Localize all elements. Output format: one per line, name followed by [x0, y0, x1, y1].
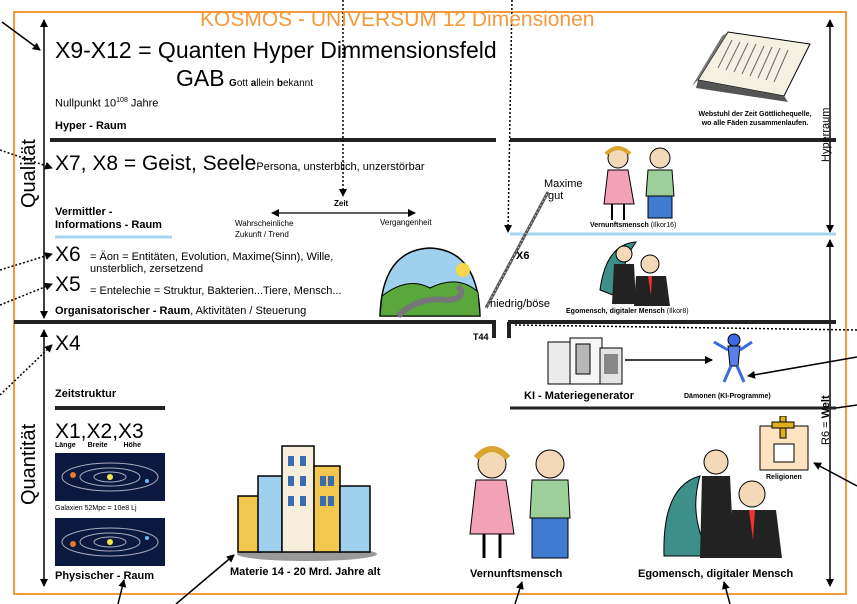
- zeit-label: Zeit: [334, 199, 349, 208]
- hyper-raum-label: Hyper - Raum: [55, 120, 127, 132]
- couple-image-bottom: [469, 446, 571, 559]
- page-title: KOSMOS - UNIVERSUM 12 Dimensionen: [200, 8, 595, 31]
- vernunft-top-label: Vernunftsmensch (Ilkor16): [590, 222, 677, 229]
- axis-label-qualitaet: Qualität: [18, 139, 40, 208]
- x1-x3-label: X1,X2,X3: [55, 420, 144, 443]
- x5-description: = Entelechie = Struktur, Bakterien...Tie…: [90, 285, 342, 297]
- vermittler-label: Vermittler -Informations - Raum: [55, 206, 162, 231]
- x7-x8-label: X7, X8 = Geist, SeelePersona, unsterblic…: [55, 152, 425, 175]
- landscape-image: [379, 247, 481, 318]
- book-image: [692, 31, 811, 102]
- daemonen-label: Dämonen (KI-Programme): [684, 393, 771, 400]
- x4-label: X4: [55, 332, 81, 355]
- couple-image-top: [603, 146, 675, 220]
- materie-label: Materie 14 - 20 Mrd. Jahre alt: [230, 566, 381, 578]
- ki-label: KI - Materiegenerator: [524, 390, 635, 402]
- organisatorisch-label: Organisatorischer - Raum, Aktivitäten / …: [55, 305, 307, 317]
- ego-bottom-label: Egomensch, digitaler Mensch: [638, 568, 794, 580]
- galaxy-image-2: [55, 518, 165, 566]
- ego-top-label: Egomensch, digitaler Mensch (Ilkor8): [566, 308, 689, 315]
- daemon-image: [713, 333, 753, 383]
- niedrig-label: niedrig/böse: [490, 298, 550, 310]
- gab-label: GAB Gott allein bekannt: [176, 65, 313, 91]
- galaxy-image-1: [55, 453, 165, 501]
- zeitstruktur-label: Zeitstruktur: [55, 388, 117, 400]
- x9-x12-label: X9-X12 = Quanten Hyper Dimmensionsfeld: [55, 37, 497, 63]
- book-caption: Webstuhl der Zeit Göttlichequelle,wo all…: [698, 111, 812, 127]
- nullpunkt-label: Nullpunkt 10108 Jahre: [55, 97, 159, 110]
- axis-label-quantitaet: Quantität: [18, 423, 40, 505]
- vernunft-bottom-label: Vernunftsmensch: [470, 568, 563, 580]
- t44-label: T44: [473, 332, 489, 342]
- ego-image-top: [599, 241, 670, 306]
- church-image: [759, 416, 809, 471]
- x5-label: X5: [55, 273, 81, 296]
- city-image: [237, 445, 377, 561]
- outer-frame: [13, 11, 847, 595]
- ki-machine-image: [547, 337, 623, 385]
- x6-scale-label: X6: [516, 250, 530, 262]
- galaxien-label: Galaxien 52Mpc = 10e8 Lj: [55, 505, 137, 512]
- ego-image-bottom: [663, 449, 782, 558]
- x6-label: X6: [55, 243, 81, 266]
- zeit-right-label: Vergangenheit: [380, 218, 432, 227]
- religionen-label: Religionen: [766, 474, 802, 481]
- x6-description: = Äon = Entitäten, Evolution, Maxime(Sin…: [90, 251, 334, 275]
- maxime-scale-line: [484, 191, 550, 309]
- physischer-raum-label: Physischer - Raum: [55, 570, 155, 582]
- axis-label-welt: R6 = Welt: [820, 395, 832, 445]
